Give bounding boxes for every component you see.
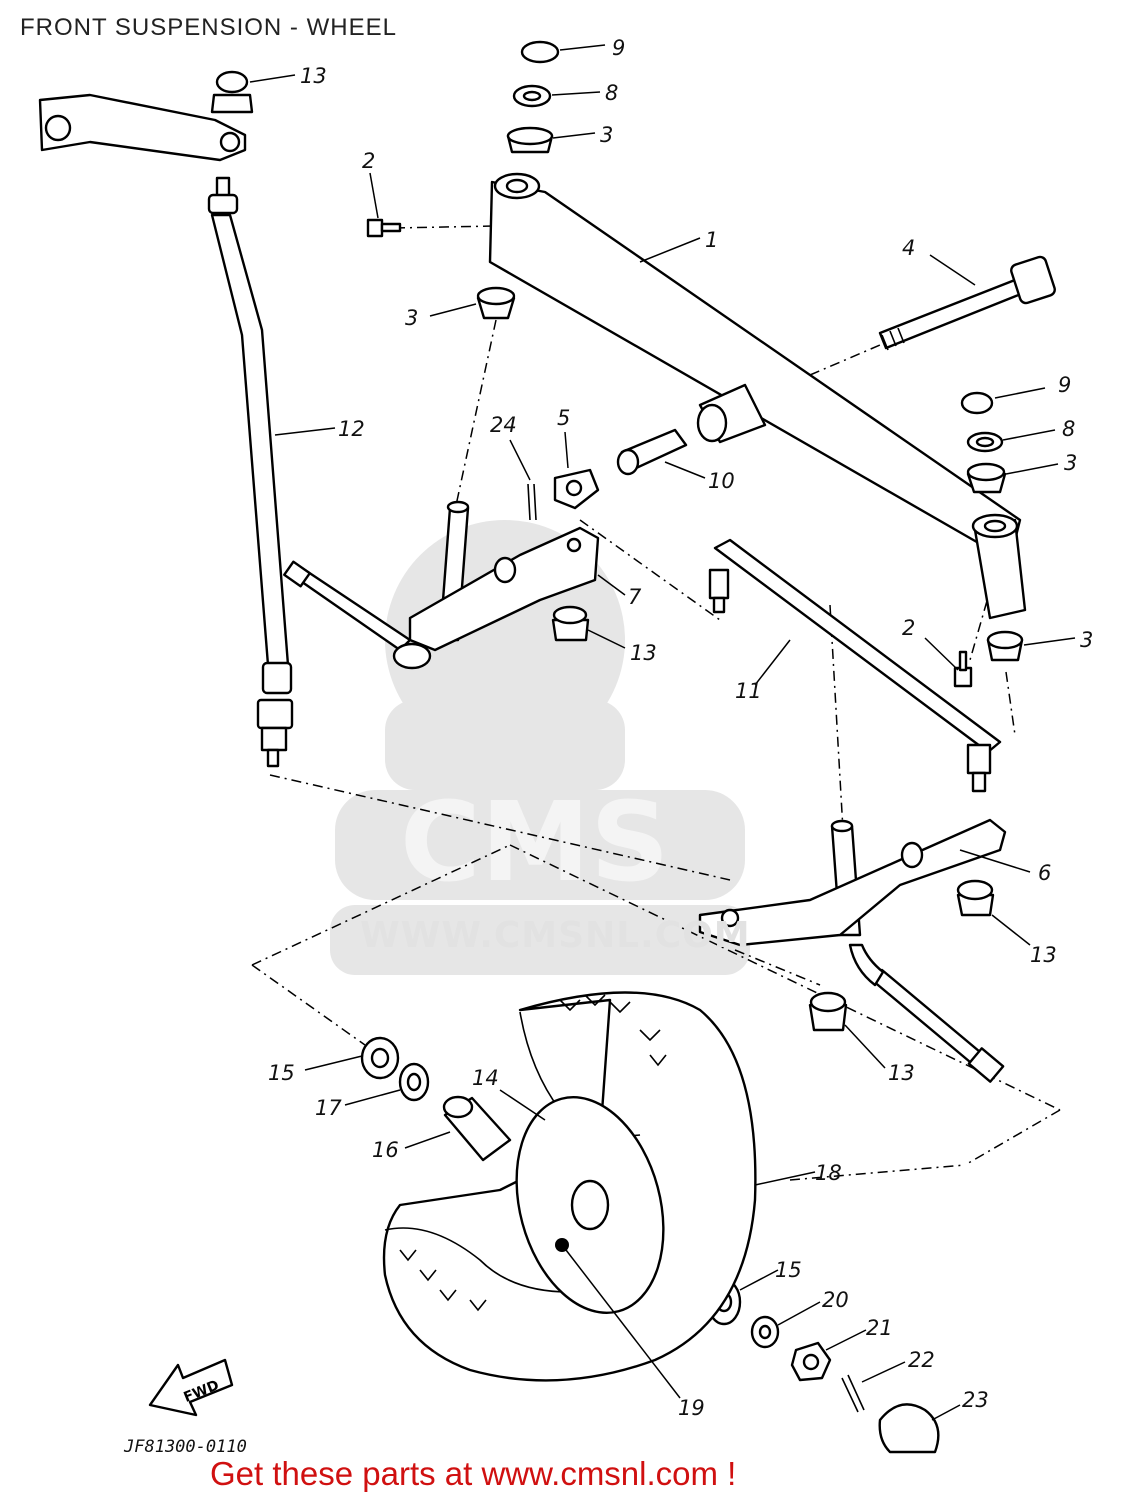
callout-9-top: 9 (612, 36, 625, 60)
callout-3-right: 3 (1064, 451, 1077, 475)
callout-6: 6 (1038, 861, 1051, 885)
callout-2-right: 2 (902, 616, 915, 640)
callout-3-lower: 3 (1080, 628, 1093, 652)
callout-8-top: 8 (605, 81, 618, 105)
part-11-cross-tie-rod (708, 538, 1002, 793)
callout-5: 5 (557, 406, 570, 430)
callout-16: 16 (372, 1138, 399, 1162)
callout-13-lower: 13 (888, 1061, 915, 1085)
callout-10: 10 (708, 469, 735, 493)
part-1-axle-beam (488, 172, 1027, 620)
callout-11: 11 (735, 679, 762, 703)
callout-8-right: 8 (1062, 417, 1075, 441)
callout-1: 1 (705, 228, 718, 252)
part-18-wheel-tire (382, 991, 757, 1382)
callout-12: 12 (338, 417, 365, 441)
part-6-right-knuckle (698, 818, 1007, 1083)
callout-21: 21 (866, 1316, 893, 1340)
callout-17: 17 (315, 1096, 342, 1120)
part-7-left-knuckle (283, 500, 600, 670)
callout-14: 14 (472, 1066, 499, 1090)
hardware-parts (210, 40, 1024, 1454)
callout-numbers: 9 8 3 13 2 1 4 3 12 24 5 10 9 8 3 7 13 2… (268, 36, 1093, 1420)
callout-2-top: 2 (362, 149, 375, 173)
callout-24: 24 (490, 413, 517, 437)
diagram-title: FRONT SUSPENSION - WHEEL (20, 14, 397, 41)
watermark-logo: CMS (330, 520, 750, 975)
part-12-tie-rod (207, 176, 294, 768)
watermark-cms-text: CMS (400, 778, 669, 906)
assembly-lines (251, 225, 1061, 1181)
pitman-arm (38, 93, 247, 162)
callout-3-second: 3 (405, 306, 418, 330)
callout-3-top: 3 (600, 123, 613, 147)
callout-13-mid: 13 (630, 641, 657, 665)
callout-13-top: 13 (300, 64, 327, 88)
callout-22: 22 (908, 1348, 935, 1372)
callout-19: 19 (678, 1396, 705, 1420)
drawing-code: JF81300-0110 (124, 1437, 247, 1457)
callout-18: 18 (815, 1161, 842, 1185)
part-9-top-washer (520, 40, 560, 64)
callout-13-right: 13 (1030, 943, 1057, 967)
part-4-long-bolt (878, 255, 1056, 351)
promo-link[interactable]: Get these parts at www.cmsnl.com ! (210, 1455, 737, 1492)
callout-9-right: 9 (1058, 373, 1071, 397)
callout-7: 7 (628, 585, 642, 609)
callout-15-lower: 15 (775, 1258, 802, 1282)
callout-4: 4 (902, 236, 915, 260)
callout-23: 23 (962, 1388, 989, 1412)
leader-lines (249, 44, 1076, 1421)
fwd-direction-arrow: FWD (148, 1358, 234, 1417)
callout-20: 20 (822, 1288, 849, 1312)
callout-15-upper: 15 (268, 1061, 295, 1085)
